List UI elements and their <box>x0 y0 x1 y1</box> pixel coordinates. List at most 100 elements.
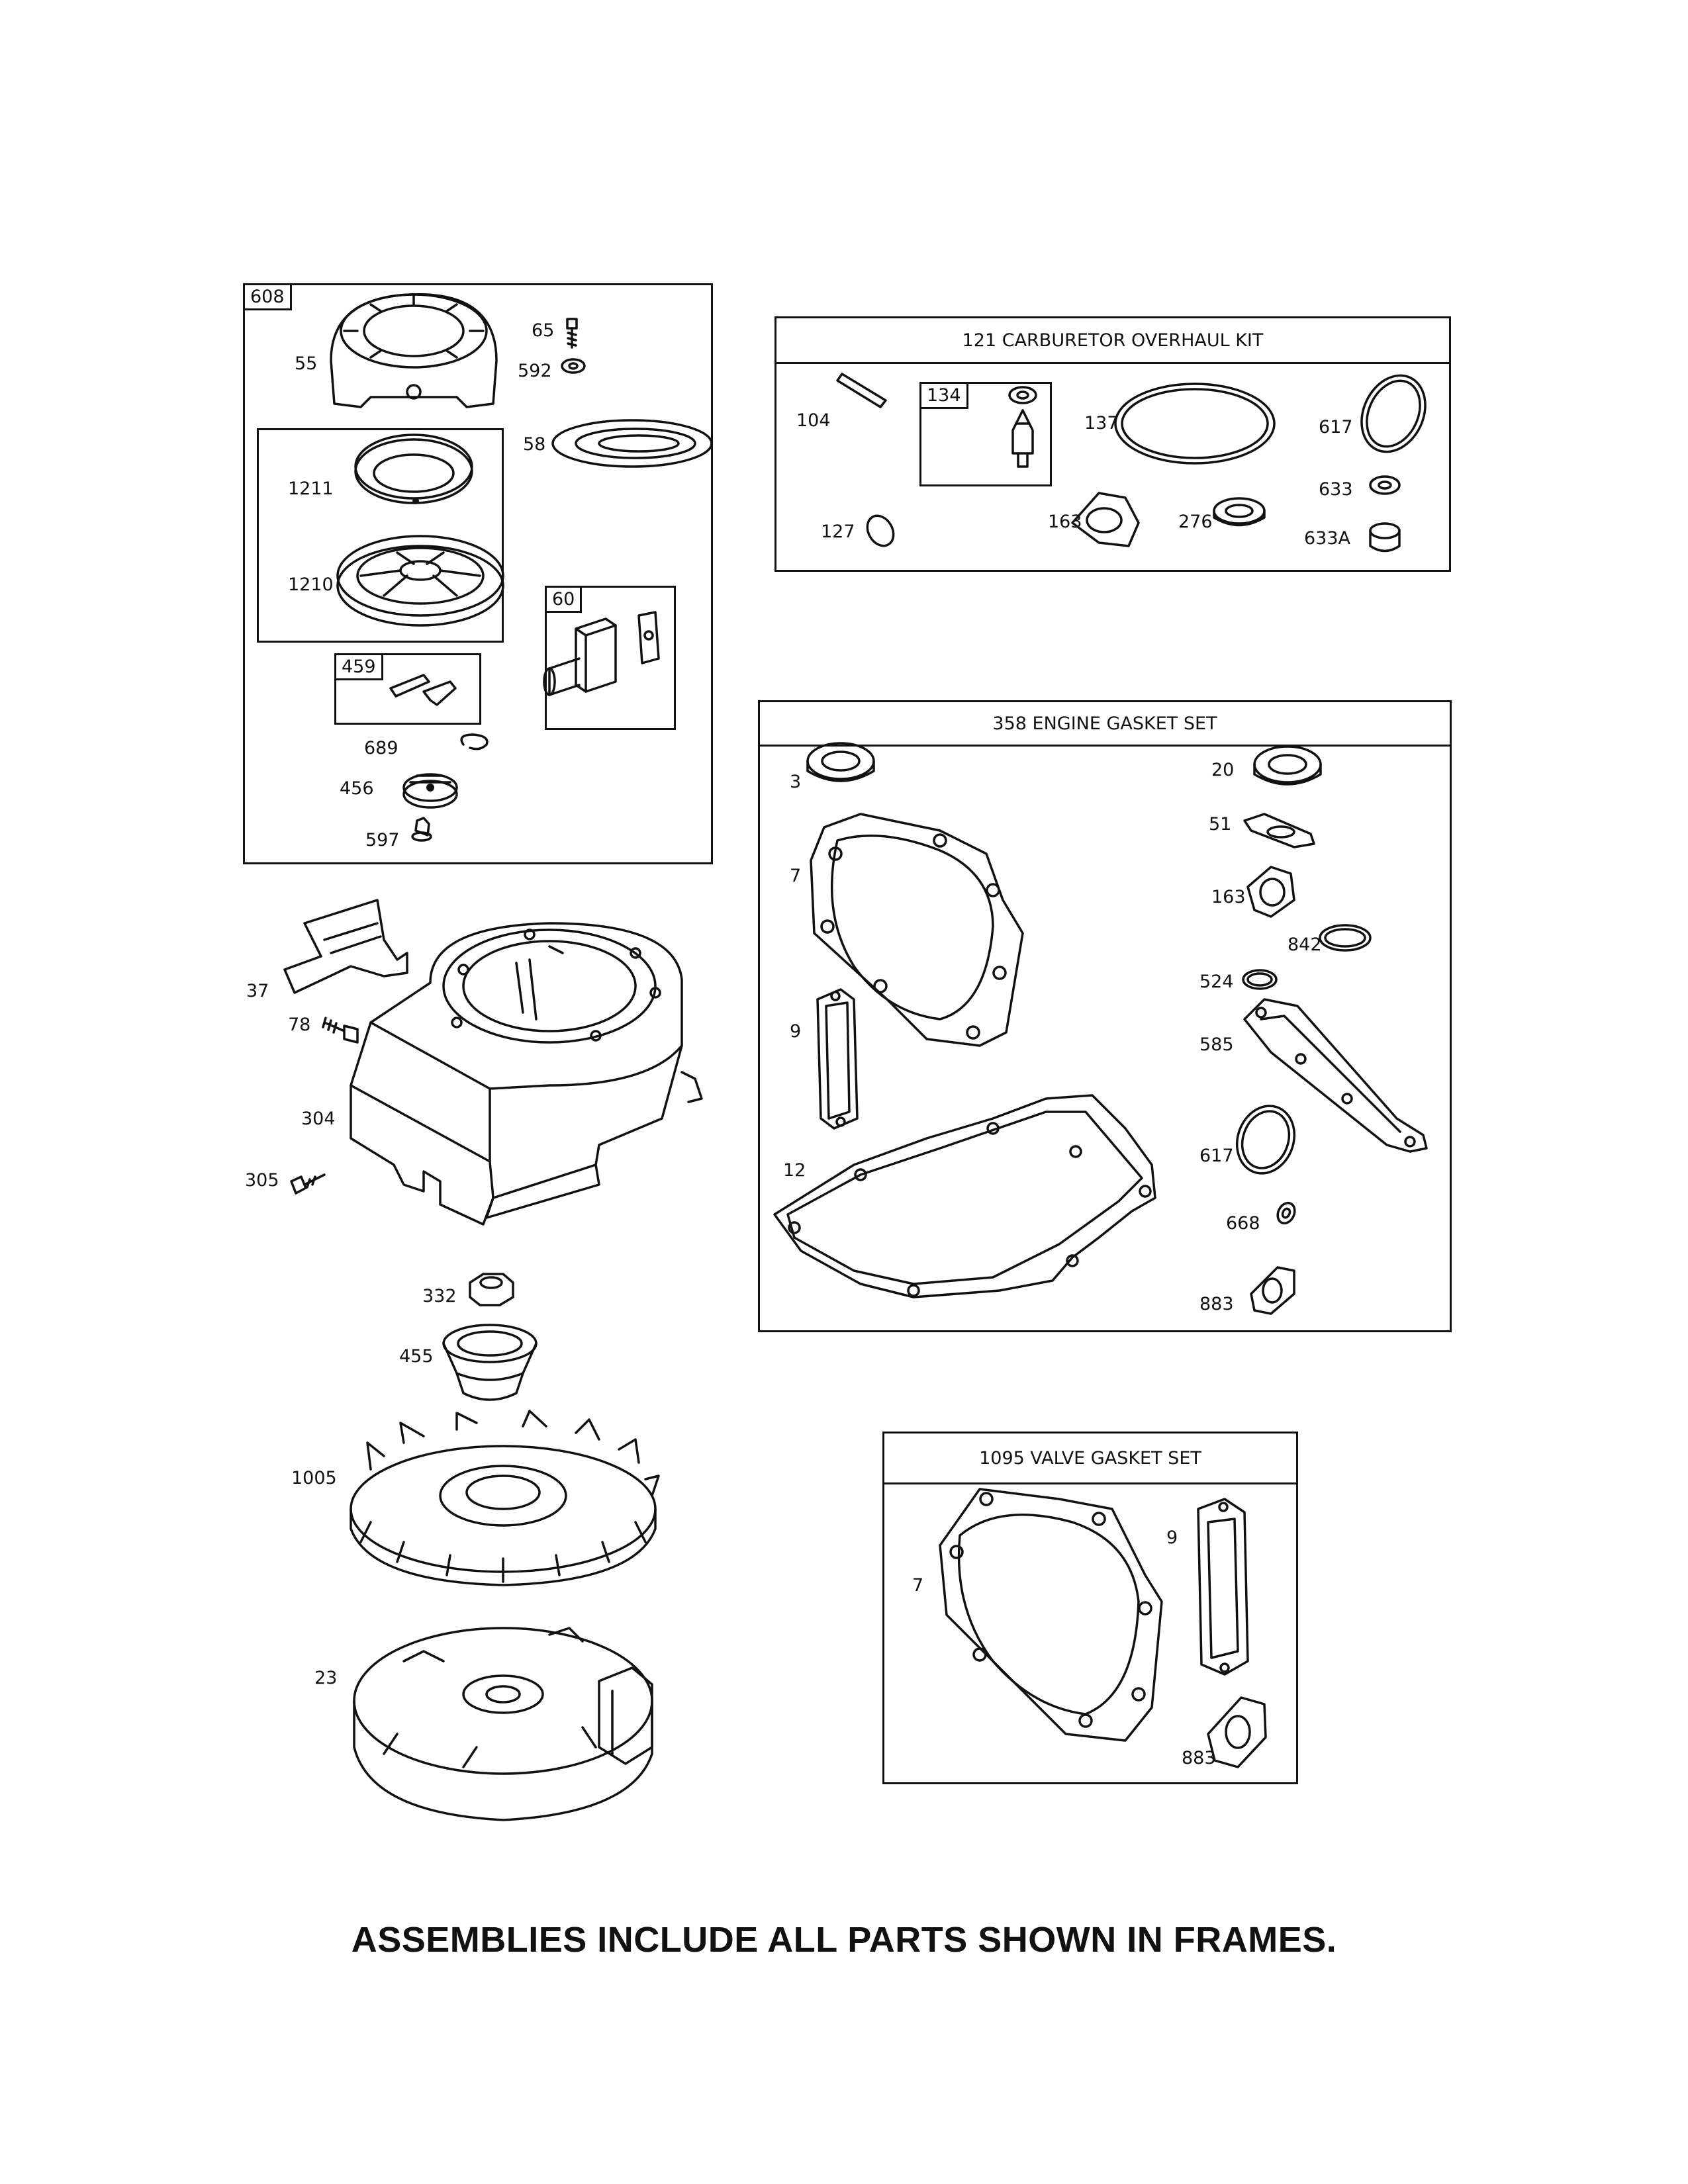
fan-icon <box>350 1410 660 1586</box>
part-label-668: 668 <box>1226 1213 1260 1234</box>
part-label-524: 524 <box>1199 972 1234 992</box>
part-label-1210: 1210 <box>288 574 334 595</box>
screw-icon <box>411 817 432 842</box>
starter-handle-icon <box>543 611 660 696</box>
handle-frame: 60 <box>545 586 676 730</box>
part-label-9: 9 <box>1166 1527 1178 1548</box>
o-ring-icon <box>1360 374 1427 453</box>
screw-icon <box>566 318 578 349</box>
part-label-78: 78 <box>288 1015 311 1035</box>
part-label-305: 305 <box>245 1170 279 1191</box>
exhaust-gasket-icon <box>1197 1498 1249 1676</box>
part-label-1211: 1211 <box>288 478 334 499</box>
bolt-icon <box>322 1017 359 1044</box>
ratchet-icon <box>402 773 458 809</box>
part-label-883: 883 <box>1199 1294 1234 1314</box>
gasket-icon <box>1243 998 1428 1153</box>
head-gasket-icon <box>810 813 1024 1047</box>
oil-seal-icon <box>1253 745 1322 786</box>
o-ring-icon <box>1114 383 1276 465</box>
gasket-icon <box>1250 1266 1295 1315</box>
part-label-617: 617 <box>1199 1146 1234 1166</box>
pin-icon <box>836 373 887 408</box>
part-label-7: 7 <box>912 1575 924 1596</box>
crankcase-gasket-icon <box>773 1094 1156 1298</box>
assemblies-note: ASSEMBLIES INCLUDE ALL PARTS SHOWN IN FR… <box>351 1920 1337 1960</box>
part-label-617: 617 <box>1319 417 1353 437</box>
part-label-37: 37 <box>246 981 269 1001</box>
part-label-163: 163 <box>1048 512 1082 532</box>
nut-icon <box>561 358 586 374</box>
part-label-58: 58 <box>523 434 546 455</box>
oil-seal-icon <box>806 742 875 782</box>
o-ring-icon <box>1242 969 1278 990</box>
deflector-icon <box>283 899 408 994</box>
part-label-883: 883 <box>1182 1748 1216 1768</box>
part-label-9: 9 <box>790 1021 802 1042</box>
part-label-12: 12 <box>783 1160 806 1181</box>
bolt-icon <box>290 1173 326 1195</box>
part-label-633A: 633A <box>1304 528 1351 549</box>
part-label-304: 304 <box>301 1109 336 1129</box>
gasket-icon <box>1243 813 1315 848</box>
part-label-3: 3 <box>790 772 802 792</box>
valve-gasket-set-frame: 1095 VALVE GASKET SET <box>882 1432 1298 1784</box>
recoil-spring-icon <box>354 433 473 504</box>
needle-seat-icon <box>1008 386 1037 404</box>
part-label-127: 127 <box>821 522 855 542</box>
part-label-455: 455 <box>399 1346 434 1367</box>
o-ring-icon <box>1235 1105 1296 1175</box>
exhaust-gasket-icon <box>816 988 859 1130</box>
blower-housing-icon <box>350 922 703 1226</box>
part-label-137: 137 <box>1084 413 1119 433</box>
o-ring-icon <box>1319 924 1372 952</box>
frame-number-60: 60 <box>545 586 583 613</box>
plug-icon <box>866 514 895 547</box>
part-label-276: 276 <box>1178 512 1213 532</box>
recoil-starter-frame: 608 <box>243 283 713 864</box>
flywheel-nut-icon <box>469 1273 514 1306</box>
seal-icon <box>1276 1201 1296 1225</box>
float-needle-icon <box>1011 409 1034 468</box>
part-label-592: 592 <box>518 361 552 381</box>
kit-title: 1095 VALVE GASKET SET <box>884 1433 1296 1484</box>
gasket-icon <box>1207 1696 1267 1768</box>
bushing-icon <box>1369 522 1401 553</box>
head-gasket-icon <box>939 1488 1163 1742</box>
part-label-456: 456 <box>340 778 374 799</box>
gasket-icon <box>1071 492 1140 547</box>
pawl-icon <box>389 674 457 706</box>
part-label-104: 104 <box>796 410 831 431</box>
part-label-163: 163 <box>1211 887 1246 907</box>
part-label-585: 585 <box>1199 1034 1234 1055</box>
part-label-597: 597 <box>365 830 400 850</box>
frame-number-459: 459 <box>334 653 383 680</box>
part-label-1005: 1005 <box>291 1468 337 1488</box>
engine-gasket-set-frame: 358 ENGINE GASKET SET <box>758 700 1452 1332</box>
part-label-689: 689 <box>364 738 399 758</box>
gasket-icon <box>1246 866 1295 918</box>
retainer-clip-icon <box>460 733 489 751</box>
kit-title: 121 CARBURETOR OVERHAUL KIT <box>776 318 1449 364</box>
carburetor-overhaul-kit-box: 121 CARBURETOR OVERHAUL KIT <box>774 316 1451 572</box>
part-label-7: 7 <box>790 866 802 886</box>
pulley-subframe <box>257 428 504 643</box>
part-label-332: 332 <box>422 1286 457 1306</box>
washer-icon <box>1369 475 1401 495</box>
part-label-842: 842 <box>1288 934 1322 955</box>
kit-title: 358 ENGINE GASKET SET <box>760 702 1450 747</box>
washer-icon <box>1213 497 1266 527</box>
needle-valve-frame: 134 <box>919 382 1052 486</box>
part-label-23: 23 <box>314 1668 338 1688</box>
part-label-51: 51 <box>1209 814 1232 835</box>
flywheel-icon <box>353 1627 653 1821</box>
part-label-633: 633 <box>1319 479 1353 500</box>
starter-cover-icon <box>330 293 498 408</box>
frame-number-134: 134 <box>919 382 968 409</box>
pawl-kit-frame: 459 <box>334 653 481 725</box>
frame-number-608: 608 <box>243 283 292 310</box>
part-label-20: 20 <box>1211 760 1235 780</box>
part-label-65: 65 <box>532 320 555 341</box>
part-label-55: 55 <box>295 353 318 374</box>
